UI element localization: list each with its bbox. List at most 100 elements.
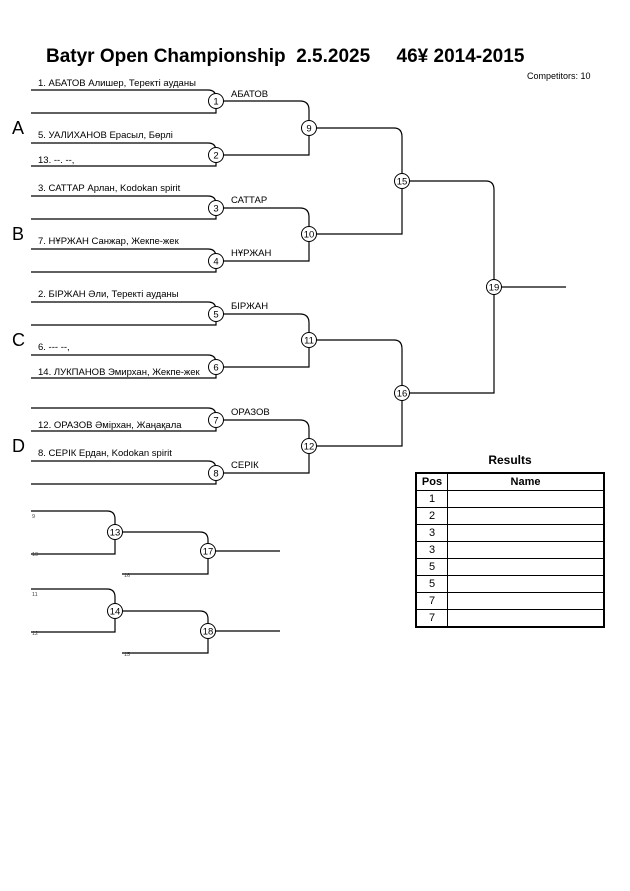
winner-name: БІРЖАН [231,301,268,312]
bracket-line [216,313,310,368]
bracket-line [31,510,116,555]
svg-text:19: 19 [489,283,500,294]
competitor-entry: 1. АБАТОВ Алишер, Теректі ауданы [38,78,196,89]
svg-text:12: 12 [304,442,315,453]
bracket-line [115,610,209,654]
table-row: 7 [415,592,605,610]
competitor-entry: 3. САТТАР Арлан, Kodokan spirit [38,183,181,194]
bracket-line [31,106,217,114]
repechage-label: 16 [124,573,130,579]
bracket-line [31,354,217,367]
result-name [447,575,605,593]
match-node: 10 [301,226,317,242]
match-node: 8 [208,465,224,481]
match-node: 17 [200,543,216,559]
bracket-line [31,477,217,485]
match-node: 13 [107,524,123,540]
table-row: 3 [415,541,605,559]
bracket-line [31,265,217,273]
svg-text:4: 4 [213,257,218,268]
result-pos: 2 [415,507,448,525]
svg-text:7: 7 [213,416,218,427]
competitor-entry: 6. --- --, [38,342,70,353]
bracket-line [309,127,403,235]
match-node: 1 [208,93,224,109]
result-name [447,507,605,525]
bracket-line [309,339,403,447]
match-node: 7 [208,412,224,428]
result-pos: 7 [415,609,448,628]
competitor-entry: 12. ОРАЗОВ Әмірхан, Жаңақала [38,420,182,431]
match-node: 4 [208,253,224,269]
winner-name: АБАТОВ [231,89,268,100]
svg-text:10: 10 [304,230,315,241]
column-header-name: Name [447,472,605,491]
match-node: 16 [394,385,410,401]
competitor-entry: 8. СЕРІК Ердан, Kodokan spirit [38,448,172,459]
repechage-label: 9 [32,514,35,520]
result-pos: 3 [415,524,448,542]
group-label: B [12,224,24,244]
match-node: 6 [208,359,224,375]
repechage-label: 12 [32,631,38,637]
repechage-label: 11 [32,592,38,598]
bracket-line [31,195,217,208]
match-node: 11 [301,332,317,348]
svg-text:17: 17 [203,547,214,558]
result-pos: 3 [415,541,448,559]
result-name [447,541,605,559]
result-name [447,490,605,508]
result-pos: 1 [415,490,448,508]
winner-name: НҰРЖАН [231,248,271,259]
svg-text:18: 18 [203,627,214,638]
repechage-label: 10 [32,552,38,558]
result-pos: 5 [415,575,448,593]
table-row: 5 [415,575,605,593]
match-node: 12 [301,438,317,454]
svg-text:14: 14 [110,607,121,618]
results-title: Results [488,453,532,467]
result-name [447,609,605,628]
svg-text:1: 1 [213,97,218,108]
svg-text:11: 11 [304,336,314,347]
match-node: 19 [486,279,502,295]
svg-text:8: 8 [213,469,218,480]
bracket-line [31,89,217,102]
bracket-line [31,212,217,220]
competitor-entry: 5. УАЛИХАНОВ Ерасыл, Бөрлі [38,130,173,141]
table-row: 7 [415,609,605,628]
bracket-line [216,207,310,262]
repechage-label: 15 [124,652,130,658]
winner-name: ОРАЗОВ [231,407,270,418]
page-title: Batyr Open Championship 2.5.2025 46¥ 201… [46,46,525,67]
winner-name: СЕРІК [231,460,259,471]
bracket-line [31,460,217,473]
svg-text:2: 2 [213,151,218,162]
match-node: 2 [208,147,224,163]
bracket-line [115,531,209,575]
bracket-line [31,588,116,633]
svg-text:13: 13 [110,528,121,539]
competitor-entry: 13. --. --, [38,155,74,166]
table-row: 3 [415,524,605,542]
svg-text:15: 15 [397,177,408,188]
bracket-line [216,419,310,474]
group-label: C [12,330,25,350]
table-row: 2 [415,507,605,525]
bracket-line [31,248,217,261]
match-node: 15 [394,173,410,189]
competitor-entry: 14. ЛУКПАНОВ Эмирхан, Жекпе-жек [38,367,201,378]
result-pos: 5 [415,558,448,576]
competitor-entry: 2. БІРЖАН Әли, Теректі ауданы [38,289,179,300]
result-name [447,558,605,576]
bracket-line [216,100,310,156]
bracket-line [402,180,495,394]
match-node: 14 [107,603,123,619]
result-name [447,524,605,542]
table-row: 1 [415,490,605,508]
match-node: 3 [208,200,224,216]
svg-text:9: 9 [306,124,311,135]
bracket-line [31,301,217,314]
